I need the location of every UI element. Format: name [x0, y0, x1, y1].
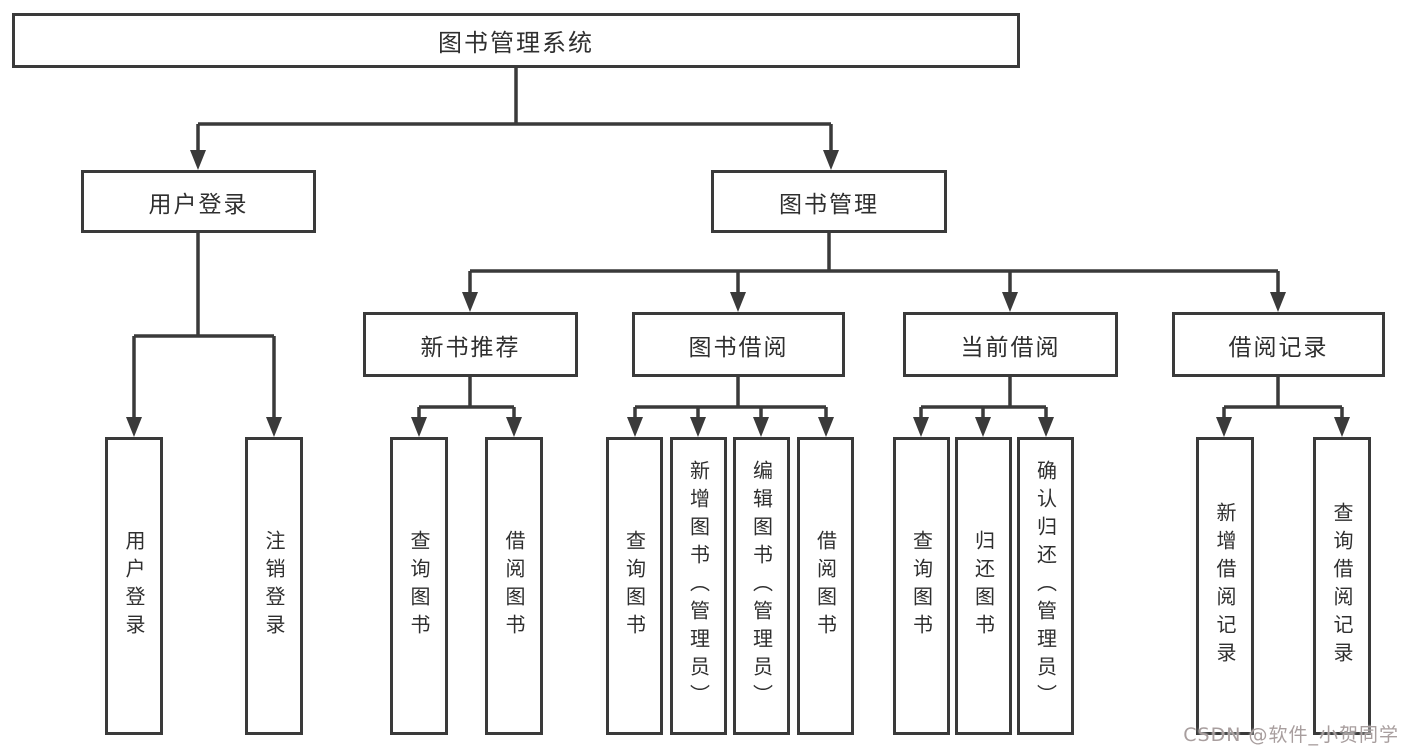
leaf-borrow-books-recommend: 借阅图书: [485, 437, 543, 735]
node-current-borrow: 当前借阅: [903, 312, 1118, 377]
node-borrow-records: 借阅记录: [1172, 312, 1385, 377]
leaf-confirm-return-admin: 确认归还（管理员）: [1017, 437, 1074, 735]
leaf-borrow-books: 借阅图书: [797, 437, 854, 735]
leaf-edit-books-admin: 编辑图书（管理员）: [733, 437, 790, 735]
leaf-return-books: 归还图书: [955, 437, 1012, 735]
leaf-add-borrow-record: 新增借阅记录: [1196, 437, 1254, 735]
node-new-book-recommend: 新书推荐: [363, 312, 578, 377]
node-user-login: 用户登录: [81, 170, 316, 233]
csdn-watermark: CSDN @软件_小贺同学: [1183, 724, 1399, 746]
leaf-query-books-current: 查询图书: [893, 437, 950, 735]
leaf-query-borrow-record: 查询借阅记录: [1313, 437, 1371, 735]
node-library-system: 图书管理系统: [12, 13, 1020, 68]
leaf-query-books-borrow: 查询图书: [606, 437, 663, 735]
node-book-borrow: 图书借阅: [632, 312, 845, 377]
leaf-add-books-admin: 新增图书（管理员）: [670, 437, 727, 735]
leaf-query-books-recommend: 查询图书: [390, 437, 448, 735]
leaf-user-login: 用户登录: [105, 437, 163, 735]
leaf-logout: 注销登录: [245, 437, 303, 735]
node-book-management: 图书管理: [711, 170, 947, 233]
